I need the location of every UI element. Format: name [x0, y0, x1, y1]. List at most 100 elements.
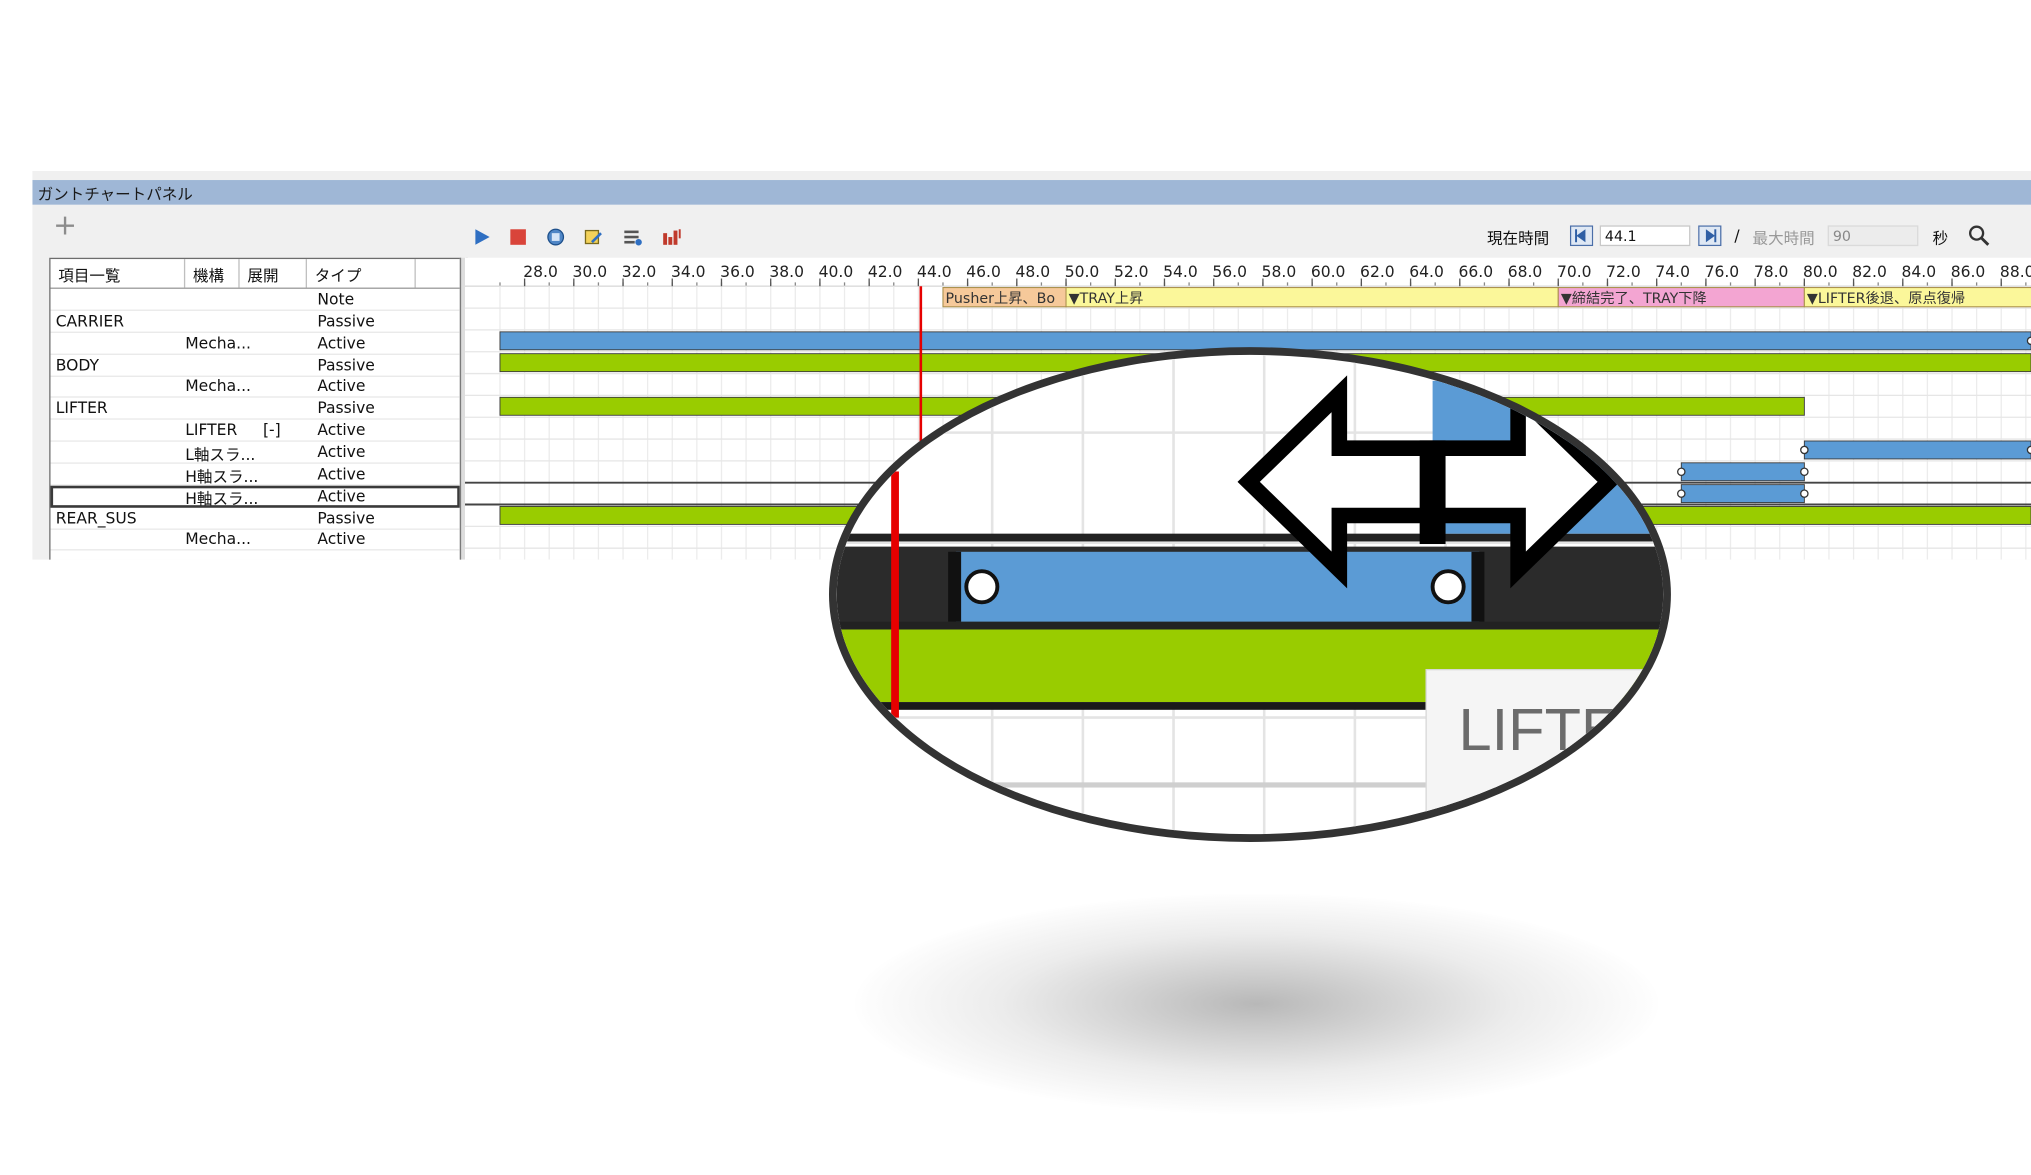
grid-row[interactable]: LIFTER [-] Active	[50, 420, 460, 442]
grid-row[interactable]: H軸スラ... Active	[50, 463, 460, 486]
tick-label: 68.0	[1508, 263, 1543, 281]
magnified-scroll-edge	[836, 782, 1664, 788]
panel-title: ガントチャートパネル	[37, 185, 193, 204]
header-mechanism[interactable]: 機構	[185, 259, 240, 288]
grid-row[interactable]: L軸スラ... Active	[50, 442, 460, 464]
bar-handle-end[interactable]	[2026, 445, 2031, 455]
row-mechanism-cell: Mecha...	[185, 333, 251, 352]
tick-label: 60.0	[1311, 263, 1346, 281]
note-label: ▼LIFTER後退、原点復帰	[1807, 289, 1965, 307]
gantt-bar[interactable]	[1680, 484, 1805, 504]
zoom-icon[interactable]	[1968, 224, 1991, 247]
bar-handle-start[interactable]	[1677, 489, 1686, 498]
row-type-cell: Active	[317, 333, 366, 352]
magnified-tooltip-label: LIFTER	[1459, 696, 1664, 763]
tick-label: 62.0	[1360, 263, 1395, 281]
edit-note-icon[interactable]	[583, 227, 604, 248]
seconds-unit: 秒	[1932, 229, 1949, 248]
bar-handle-end[interactable]	[1800, 489, 1809, 498]
header-expand[interactable]: 展開	[240, 259, 307, 288]
tick-label: 52.0	[1114, 263, 1149, 281]
row-mechanism-cell: H軸スラ...	[185, 489, 259, 508]
current-time-input[interactable]: 44.1	[1599, 225, 1691, 247]
tick-label: 70.0	[1557, 263, 1592, 281]
row-type-cell: Note	[317, 290, 355, 309]
tick-label: 50.0	[1065, 263, 1100, 281]
tick-label: 54.0	[1163, 263, 1198, 281]
gantt-bar[interactable]	[1803, 440, 2031, 460]
tick-label: 58.0	[1262, 263, 1297, 281]
panel-title-bar: ガントチャートパネル	[32, 180, 2031, 205]
play-icon[interactable]	[471, 227, 492, 248]
row-mechanism-cell: LIFTER	[185, 421, 238, 440]
alert-chart-icon[interactable]	[661, 227, 682, 248]
step-forward-icon[interactable]	[1698, 225, 1722, 247]
grid-row[interactable]: Mecha... Active	[50, 376, 460, 399]
magnified-row-divider	[836, 621, 1664, 630]
add-item-button[interactable]: +	[53, 209, 77, 243]
magnified-handle-right-knob	[1430, 569, 1466, 605]
grid-row[interactable]: Mecha...Active	[50, 529, 460, 551]
tick-label: 78.0	[1754, 263, 1789, 281]
row-item-cell: LIFTER	[55, 399, 108, 418]
bar-handle-start[interactable]	[1800, 445, 1809, 455]
row-type-cell: Active	[317, 464, 366, 483]
grid-row[interactable]: CARRIER Passive	[50, 311, 460, 333]
refresh-icon[interactable]	[545, 227, 566, 248]
step-back-icon[interactable]	[1569, 225, 1594, 247]
header-type[interactable]: タイプ	[307, 259, 416, 288]
list-settings-icon[interactable]	[622, 227, 643, 248]
note-label: Pusher上昇、Bo	[946, 290, 1056, 307]
time-controls: 現在時間 44.1 / 最大時間 90 秒	[1487, 220, 2031, 251]
row-type-cell: Active	[317, 377, 366, 396]
magnified-view: LIFTER	[836, 354, 1664, 835]
stop-icon[interactable]	[508, 227, 529, 248]
grid-row[interactable]: Mecha... Active	[50, 332, 460, 355]
row-type-cell: Passive	[317, 311, 375, 331]
magnified-current-time-line	[891, 471, 899, 718]
row-mechanism-cell: L軸スラ...	[185, 445, 256, 464]
row-mechanism-cell: Mecha...	[185, 530, 251, 549]
row-mechanism-cell: H軸スラ...	[185, 467, 259, 486]
row-item-cell: REAR_SUS	[55, 508, 137, 527]
tick-label: 32.0	[622, 263, 657, 281]
bar-handle-start[interactable]	[1677, 467, 1686, 477]
row-item-cell: CARRIER	[55, 311, 125, 331]
tick-label: 84.0	[1902, 263, 1937, 281]
tick-label: 86.0	[1951, 263, 1986, 281]
tick-label: 28.0	[523, 263, 558, 281]
tick-label: 76.0	[1705, 263, 1740, 281]
bar-handle-end[interactable]	[1800, 467, 1809, 477]
note-label: ▼締結完了、TRAY下降	[1561, 290, 1707, 307]
tick-label: 46.0	[966, 263, 1001, 281]
tick-label: 80.0	[1803, 263, 1838, 281]
grid-row[interactable]: LIFTER Passive	[50, 398, 460, 421]
tick-label: 66.0	[1459, 263, 1494, 281]
row-type-cell: Active	[317, 486, 366, 505]
tick-label: 64.0	[1409, 263, 1444, 281]
tick-label: 56.0	[1212, 263, 1247, 281]
max-time-label: 最大時間	[1752, 229, 1815, 248]
row-mechanism-cell: Mecha...	[185, 377, 251, 396]
row-type-cell: Active	[317, 421, 366, 440]
header-item-list[interactable]: 項目一覧	[51, 259, 186, 288]
tick-label: 82.0	[1852, 263, 1887, 281]
gantt-bar[interactable]	[1680, 462, 1805, 482]
grid-row[interactable]: H軸スラ... Active	[50, 485, 460, 508]
grid-row[interactable]: Note	[50, 289, 460, 311]
tick-label: 42.0	[868, 263, 903, 281]
row-type-cell: Passive	[317, 399, 375, 418]
row-type-cell: Passive	[317, 355, 375, 374]
magnified-blue-bar	[955, 551, 1480, 622]
row-type-cell: Active	[317, 442, 366, 462]
grid-row[interactable]: BODY Passive	[50, 354, 460, 377]
row-item-cell: BODY	[55, 355, 99, 374]
header-divider	[50, 287, 460, 289]
row-expand-cell[interactable]: [-]	[262, 421, 281, 440]
resize-cursor-stem	[1419, 440, 1446, 545]
tick-label: 74.0	[1655, 263, 1690, 281]
note-block[interactable]	[1803, 287, 2031, 308]
bar-handle-end[interactable]	[2026, 336, 2031, 346]
